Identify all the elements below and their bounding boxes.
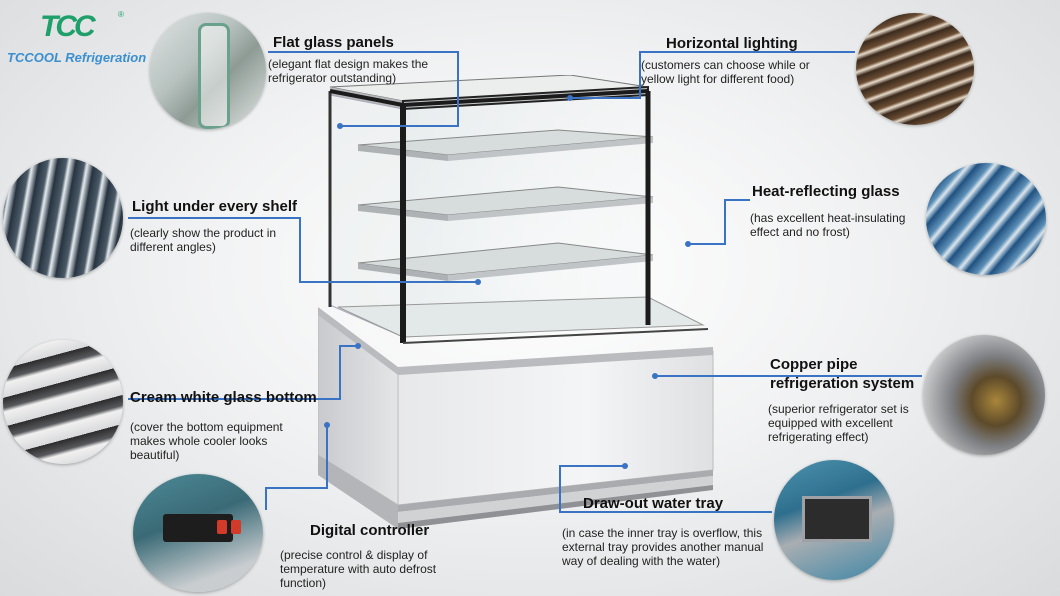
copper-pipe-title: Copper pipe refrigeration system <box>770 356 915 392</box>
digital-controller-title: Digital controller <box>310 522 430 539</box>
copper-pipe-desc: (superior refrigerator set is equipped w… <box>768 402 909 444</box>
cream-bottom-desc: (cover the bottom equipment makes whole … <box>130 420 283 462</box>
light-shelf-desc: (clearly show the product in different a… <box>130 226 277 254</box>
heat-reflecting-glass-photo <box>926 163 1046 275</box>
digital-controller-photo <box>133 474 263 592</box>
cream-glass-bottom-photo <box>3 340 123 464</box>
flat-glass-title: Flat glass panels <box>273 34 394 51</box>
water-tray-title: Draw-out water tray <box>583 495 724 512</box>
brand-logo-mark: TCC <box>40 10 96 43</box>
water-tray-photo <box>774 460 894 580</box>
horizontal-lighting-photo <box>856 13 974 125</box>
copper-pipe-photo <box>923 335 1045 455</box>
horizontal-lighting-title: Horizontal lighting <box>666 35 798 52</box>
brand-registered-mark: ® <box>118 10 124 19</box>
brand-name: TCCOOL Refrigeration <box>7 50 147 65</box>
cream-bottom-title: Cream white glass bottom <box>130 389 317 406</box>
flat-glass-photo <box>150 13 266 129</box>
water-tray-desc: (in case the inner tray is overflow, thi… <box>562 526 764 568</box>
light-under-shelf-photo <box>3 158 123 278</box>
display-cabinet-illustration <box>318 75 714 529</box>
heat-glass-desc: (has excellent heat-insulating effect an… <box>750 211 906 239</box>
heat-glass-title: Heat-reflecting glass <box>752 183 900 200</box>
horizontal-lighting-desc: (customers can choose while or yellow li… <box>641 58 810 86</box>
flat-glass-desc: (elegant flat design makes the refrigera… <box>268 57 429 85</box>
digital-controller-desc: (precise control & display of temperatur… <box>280 548 437 590</box>
light-shelf-title: Light under every shelf <box>132 198 298 215</box>
